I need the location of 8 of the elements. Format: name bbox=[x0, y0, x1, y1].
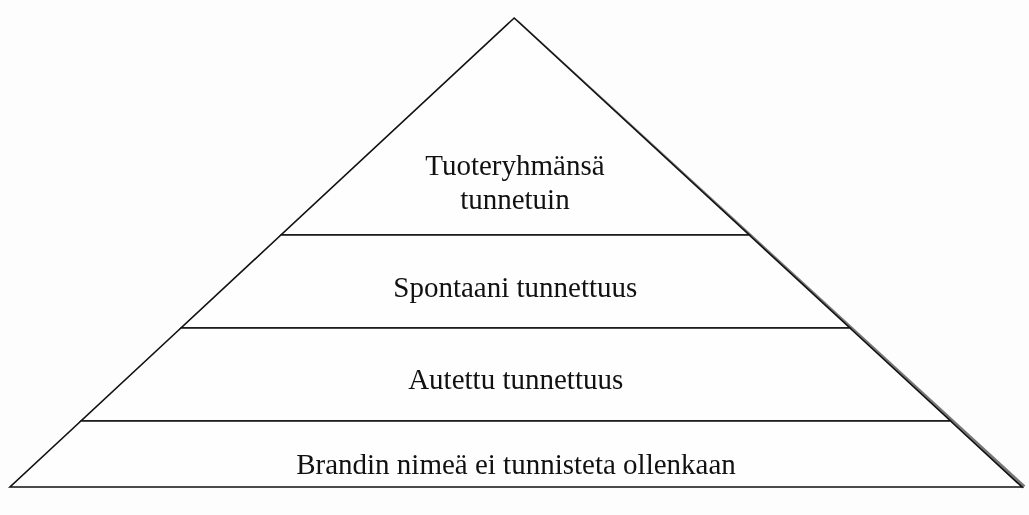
level-label: Spontaani tunnettuus bbox=[392, 270, 639, 304]
level-label: Tuoteryhmänsä tunnetuin bbox=[424, 148, 606, 216]
level-label: Autettu tunnettuus bbox=[407, 362, 625, 396]
pyramid-level bbox=[10, 421, 1022, 487]
level-label: Brandin nimeä ei tunnisteta ollenkaan bbox=[295, 447, 737, 481]
pyramid-level bbox=[280, 18, 750, 235]
pyramid-level bbox=[80, 328, 951, 421]
pyramid-level bbox=[180, 235, 850, 328]
